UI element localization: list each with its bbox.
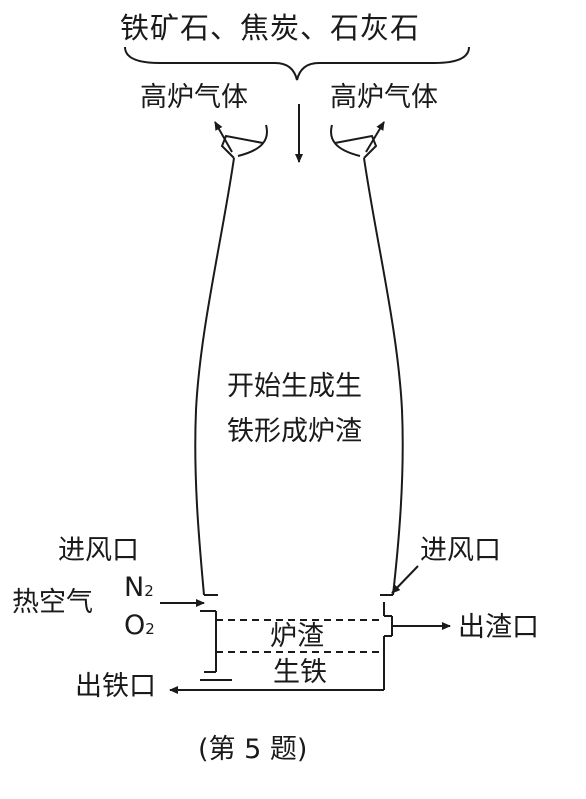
n2-label: N2 (124, 574, 154, 601)
middle-text-line2: 铁形成炉渣 (227, 416, 362, 447)
n2-subscript: 2 (144, 582, 154, 600)
right-gas-outlet (330, 121, 385, 159)
slag-label: 炉渣 (270, 621, 324, 652)
gas-right-label: 高炉气体 (330, 82, 438, 113)
n2-symbol: N (124, 572, 145, 603)
caption: (第 5 题) (198, 734, 308, 765)
pig-iron-label: 生铁 (273, 657, 327, 688)
hot-air-label: 热空气 (12, 587, 93, 618)
o2-symbol: O (124, 610, 146, 641)
left-gas-outlet (214, 121, 268, 159)
right-inlet-arrow (391, 565, 419, 594)
materials-label: 铁矿石、焦炭、石灰石 (120, 11, 421, 45)
middle-text-line1: 开始生成生 (227, 371, 362, 402)
o2-subscript: 2 (145, 620, 155, 638)
furnace-left-wall (194, 157, 235, 596)
left-inlet-label: 进风口 (58, 535, 139, 566)
left-tuyere (200, 594, 218, 673)
gas-left-label: 高炉气体 (140, 82, 248, 113)
o2-label: O2 (124, 612, 155, 639)
furnace-right-wall (363, 157, 404, 596)
right-inlet-label: 进风口 (420, 535, 501, 566)
slag-outlet-label: 出渣口 (458, 612, 539, 643)
iron-outlet-label: 出铁口 (75, 671, 156, 702)
materials-brace (124, 46, 470, 81)
right-tuyere (380, 594, 393, 690)
